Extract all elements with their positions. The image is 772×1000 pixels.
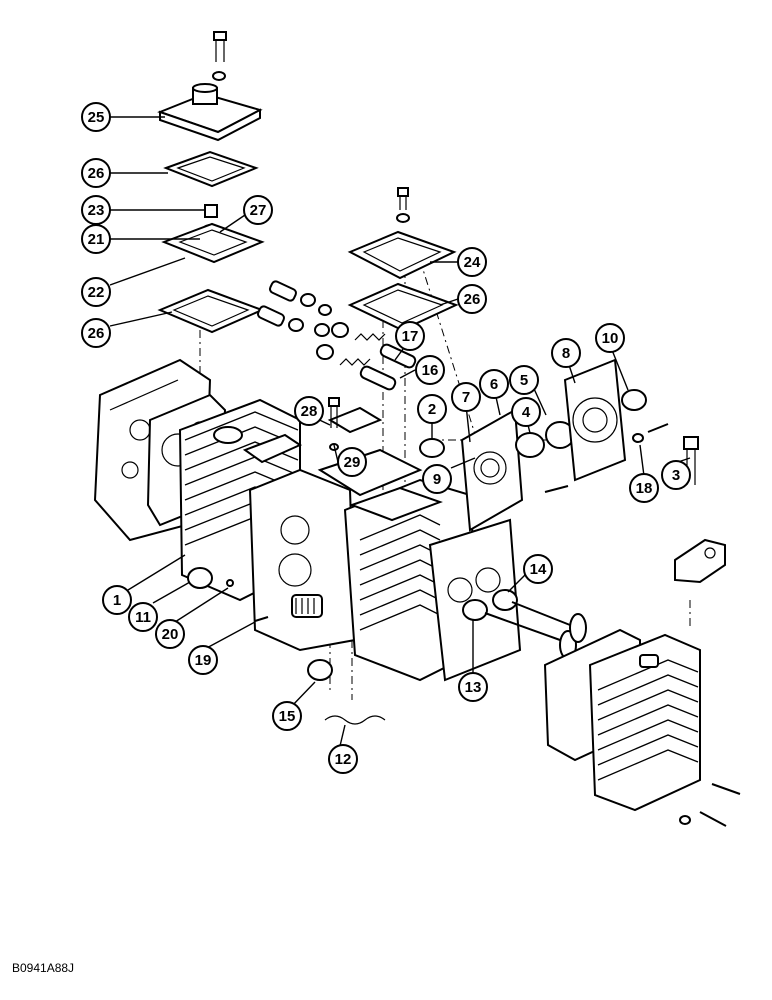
svg-text:18: 18 [636,480,653,497]
svg-text:16: 16 [422,362,439,379]
svg-text:8: 8 [562,345,570,362]
callout-5: 5 [509,365,539,395]
callout-14: 14 [523,554,553,584]
svg-text:24: 24 [464,254,481,271]
svg-text:7: 7 [462,389,470,406]
svg-text:26: 26 [464,291,481,308]
callout-26-top: 26 [81,158,111,188]
svg-text:9: 9 [433,471,441,488]
callout-12: 12 [328,744,358,774]
svg-text:15: 15 [279,708,296,725]
svg-text:25: 25 [88,109,105,126]
callout-18: 18 [629,473,659,503]
svg-text:5: 5 [520,372,528,389]
callout-29: 29 [337,447,367,477]
svg-text:26: 26 [88,165,105,182]
small-parts [187,567,386,725]
callout-16: 16 [415,355,445,385]
callout-3: 3 [661,460,691,490]
callout-17: 17 [395,321,425,351]
svg-text:10: 10 [602,330,619,347]
callout-1: 1 [102,585,132,615]
svg-text:20: 20 [162,626,179,643]
svg-text:22: 22 [88,284,105,301]
callout-28: 28 [294,396,324,426]
svg-text:28: 28 [301,403,318,420]
svg-text:26: 26 [88,325,105,342]
svg-text:14: 14 [530,561,547,578]
svg-text:1: 1 [113,592,121,609]
callout-23: 23 [81,195,111,225]
svg-text:3: 3 [672,467,680,484]
valve-train-parts [256,280,417,391]
callout-24: 24 [457,247,487,277]
right-cylinder-fins [359,514,441,631]
svg-text:11: 11 [135,609,151,626]
svg-text:13: 13 [465,679,482,696]
svg-text:23: 23 [88,202,105,219]
svg-text:2: 2 [428,401,436,418]
callout-2: 2 [417,394,447,424]
callout-26-left: 26 [81,318,111,348]
top-cover-assembly [157,31,265,334]
cylinder-head [543,628,741,827]
callout-8: 8 [551,338,581,368]
svg-text:6: 6 [490,376,498,393]
head-fins [597,659,699,781]
svg-text:4: 4 [522,404,531,421]
callout-20: 20 [155,619,185,649]
svg-text:21: 21 [88,231,105,248]
callouts: 25 26 23 27 21 22 26 24 26 17 16 28 29 2… [81,102,691,774]
figure-reference-code: B0941A88J [12,961,75,975]
callout-27: 27 [243,195,273,225]
callout-15: 15 [272,701,302,731]
svg-text:29: 29 [344,454,361,471]
callout-11: 11 [128,602,158,632]
svg-text:12: 12 [335,751,352,768]
callout-4: 4 [511,397,541,427]
callout-7: 7 [451,382,481,412]
callout-22: 22 [81,277,111,307]
svg-text:19: 19 [195,652,212,669]
svg-text:27: 27 [250,202,267,219]
callout-26-right: 26 [457,284,487,314]
callout-21: 21 [81,224,111,254]
mounting-bracket [674,538,726,584]
callout-19: 19 [188,645,218,675]
fasteners [328,397,699,493]
callout-9: 9 [422,464,452,494]
callout-13: 13 [458,672,488,702]
callout-25: 25 [81,102,111,132]
valve-cover-assembly [347,187,459,332]
bearing-housing-assembly [419,358,647,532]
callout-10: 10 [595,323,625,353]
svg-text:17: 17 [402,328,419,345]
callout-6: 6 [479,369,509,399]
